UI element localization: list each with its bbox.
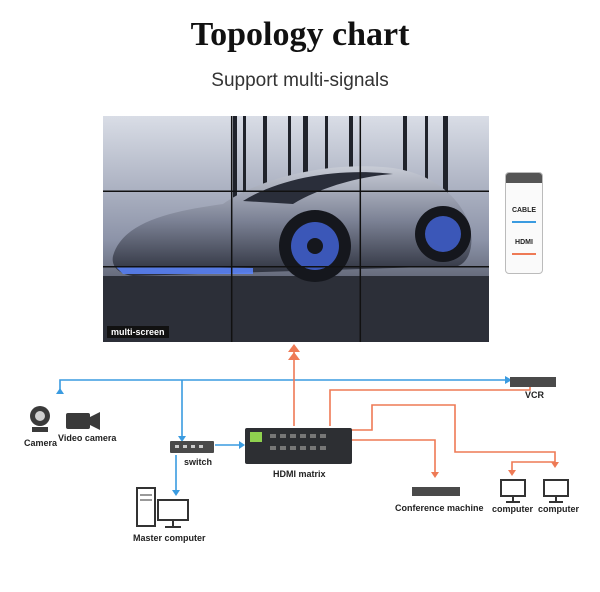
video-camera-icon <box>66 412 100 430</box>
computer-2-icon <box>543 479 569 503</box>
signal-legend: CABLE HDMI <box>505 172 543 274</box>
arrow-icon <box>288 352 300 360</box>
legend-hdmi-line <box>512 253 536 255</box>
hdmi-matrix-icon <box>245 428 352 464</box>
switch-label: switch <box>184 457 213 467</box>
page-subtitle: Support multi-signals <box>211 70 389 91</box>
master-computer-icon <box>136 487 189 528</box>
arrow-icon <box>288 344 300 352</box>
arrow-icon <box>239 441 245 449</box>
hdmi-line-vcr <box>329 380 531 426</box>
hdmi-line-conference <box>352 439 436 472</box>
camera-label: Camera <box>24 438 58 448</box>
computer-1-icon <box>500 479 526 503</box>
arrow-icon <box>172 490 180 496</box>
computer-2-label: computer <box>538 504 580 514</box>
page-title: Topology chart <box>190 16 410 53</box>
computer-1-label: computer <box>492 504 534 514</box>
master-computer-label: Master computer <box>133 533 206 543</box>
video-wall-image <box>103 116 489 342</box>
conference-machine-label: Conference machine <box>395 503 484 513</box>
video-wall: multi-screen <box>103 116 489 342</box>
arrow-icon <box>505 376 512 384</box>
switch-icon <box>170 441 214 453</box>
vcr-icon <box>510 377 556 387</box>
video-wall-label: multi-screen <box>107 326 169 338</box>
hdmi-line-computer-1 <box>511 461 555 472</box>
vcr-label: VCR <box>525 390 545 400</box>
arrow-icon <box>551 462 559 468</box>
arrow-icon <box>56 388 64 394</box>
cable-line-bus <box>59 379 505 394</box>
legend-header-bar <box>506 173 542 183</box>
arrow-icon <box>431 472 439 478</box>
camera-icon <box>30 406 50 432</box>
hdmi-matrix-label: HDMI matrix <box>273 469 326 479</box>
video-camera-label: Video camera <box>58 433 117 443</box>
hdmi-line-computers <box>352 404 556 462</box>
legend-cable-line <box>512 221 536 223</box>
conference-machine-icon <box>412 487 460 496</box>
arrow-icon <box>508 470 516 476</box>
arrow-icon <box>178 436 186 442</box>
legend-hdmi-label: HDMI <box>515 239 533 246</box>
legend-cable-label: CABLE <box>511 207 537 214</box>
